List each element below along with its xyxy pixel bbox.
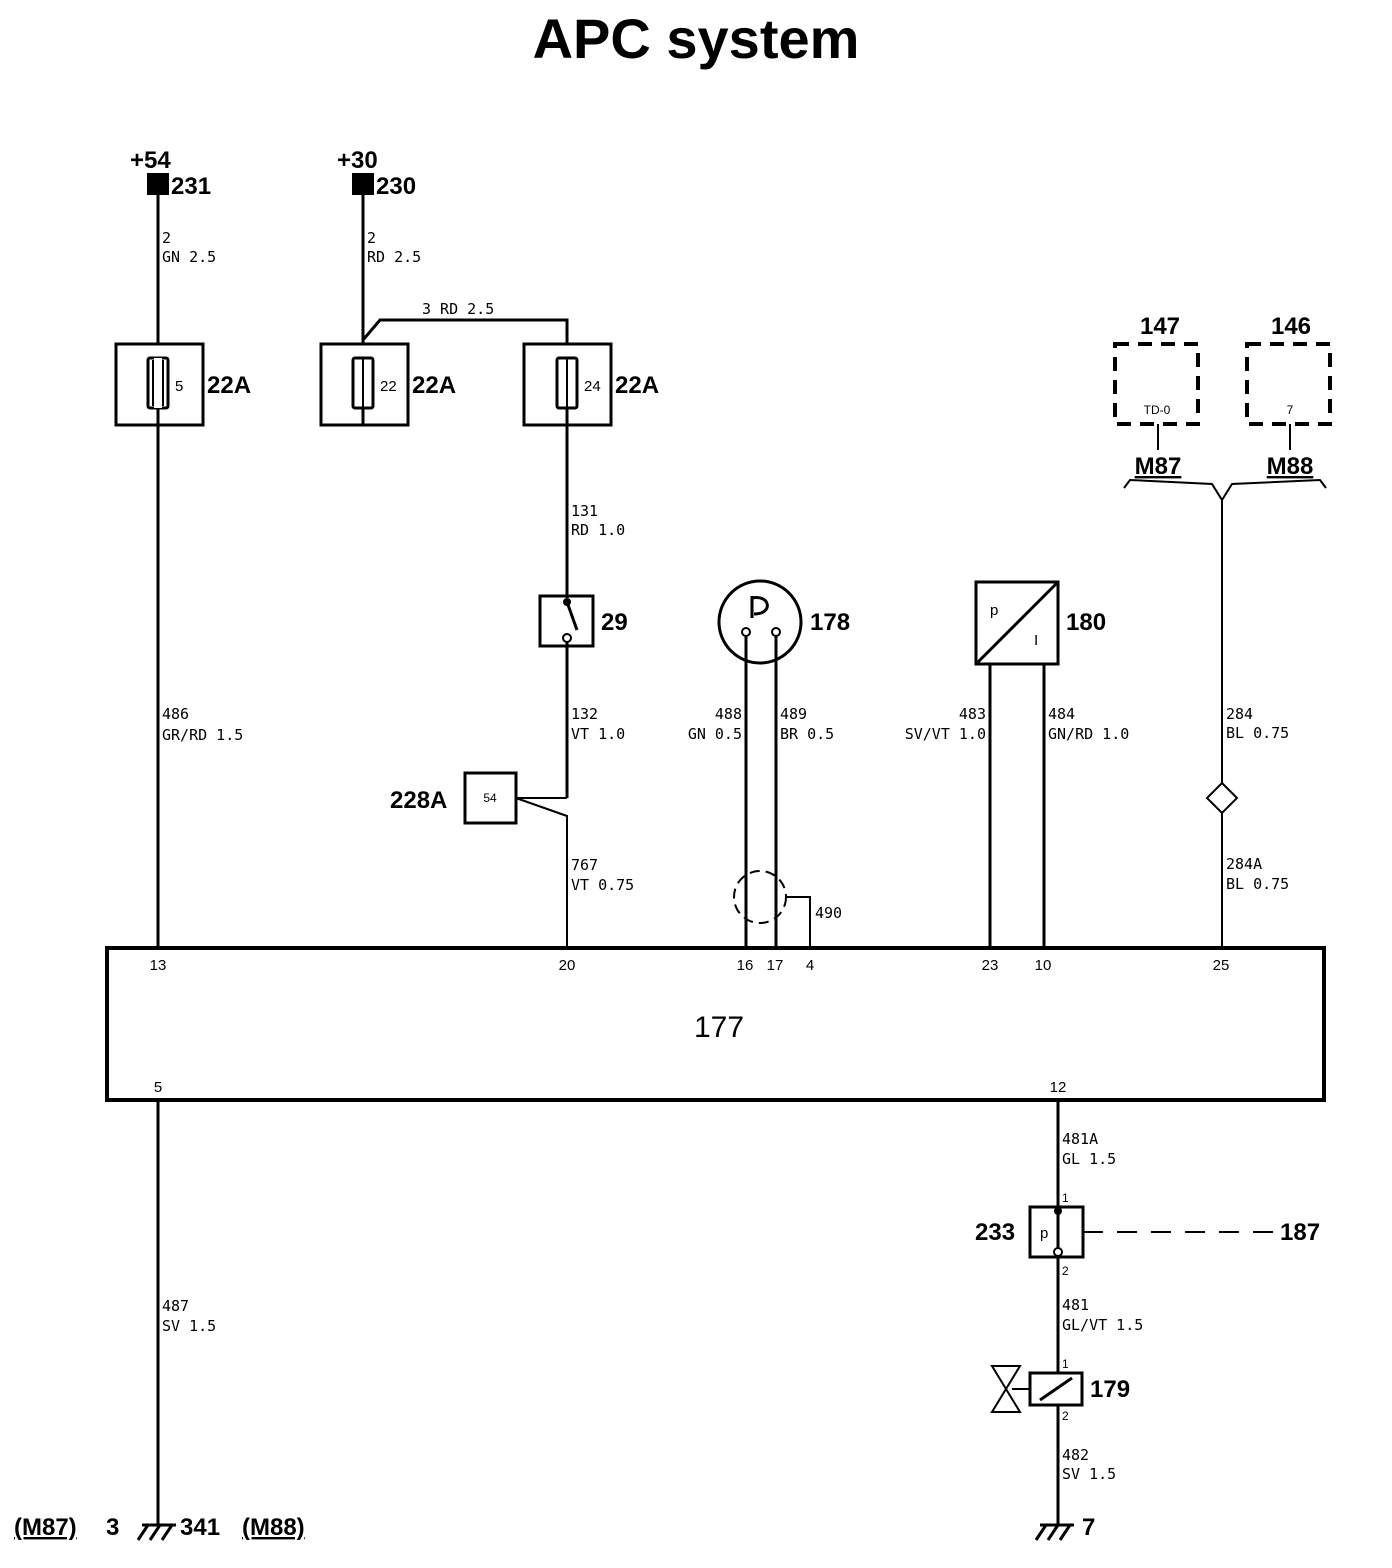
relay-228a-label: 228A bbox=[390, 787, 447, 814]
ecu-177-label: 177 bbox=[694, 1011, 744, 1044]
ground-left-m88: (M88) bbox=[242, 1514, 305, 1541]
supply-30-id: 230 bbox=[376, 173, 416, 200]
wire-284-spec: BL 0.75 bbox=[1226, 724, 1289, 742]
ecu-pin-20: 20 bbox=[559, 957, 576, 974]
wire-487-number: 487 bbox=[162, 1297, 189, 1315]
relay-228a-pin: 54 bbox=[483, 791, 497, 805]
wire-767-number: 767 bbox=[571, 856, 598, 874]
pressure-switch-pin-2: 2 bbox=[1062, 1264, 1069, 1278]
wire-131-spec: RD 1.0 bbox=[571, 521, 625, 539]
transducer-180-p: p bbox=[990, 602, 998, 619]
wire-484-spec: GN/RD 1.0 bbox=[1048, 725, 1129, 743]
ecu-pin-5: 5 bbox=[154, 1079, 162, 1096]
ground-left-m87: (M87) bbox=[14, 1514, 77, 1541]
ground-symbol-left bbox=[136, 1523, 176, 1541]
valve-symbol bbox=[990, 1365, 1030, 1413]
wire-489-number: 489 bbox=[780, 705, 807, 723]
wire-284a-number: 284A bbox=[1226, 855, 1262, 873]
wire-488-number: 488 bbox=[715, 705, 742, 723]
valve-pin-2: 2 bbox=[1062, 1409, 1069, 1423]
wire-486-spec: GR/RD 1.5 bbox=[162, 726, 243, 744]
wire-link-3 bbox=[361, 318, 569, 345]
supply-54-terminal bbox=[147, 173, 169, 195]
variant-brace bbox=[1123, 478, 1327, 502]
ground-left-point-341: 341 bbox=[180, 1514, 220, 1541]
transducer-180-i: I bbox=[1034, 632, 1038, 649]
valve-pin-1: 1 bbox=[1062, 1357, 1069, 1371]
fuse-24-id: 22A bbox=[615, 372, 659, 399]
wire-767-spec: VT 0.75 bbox=[571, 876, 634, 894]
wire-132-spec: VT 1.0 bbox=[571, 725, 625, 743]
wire-488-spec: GN 0.5 bbox=[688, 725, 742, 743]
connector-147-pin: TD-0 bbox=[1144, 403, 1171, 417]
connector-146-label: 146 bbox=[1271, 313, 1311, 340]
wire-482-spec: SV 1.5 bbox=[1062, 1465, 1116, 1483]
wire-230-number: 2 bbox=[367, 229, 376, 247]
ecu-pin-16: 16 bbox=[737, 957, 754, 974]
wire-230-spec: RD 2.5 bbox=[367, 248, 421, 266]
wire-482-number: 482 bbox=[1062, 1446, 1089, 1464]
wire-490-label: 490 bbox=[815, 904, 842, 922]
ecu-pin-23: 23 bbox=[982, 957, 999, 974]
wire-131-number: 131 bbox=[571, 502, 598, 520]
wire-132-number: 132 bbox=[571, 705, 598, 723]
connector-147-model: M87 bbox=[1135, 453, 1182, 480]
supply-54-voltage: +54 bbox=[130, 147, 171, 174]
ecu-pin-17: 17 bbox=[767, 957, 784, 974]
wire-767 bbox=[515, 797, 568, 948]
ground-right-point-7: 7 bbox=[1082, 1514, 1095, 1541]
wire-481-spec: GL/VT 1.5 bbox=[1062, 1316, 1143, 1334]
supply-30-terminal bbox=[352, 173, 374, 195]
sensor-178 bbox=[717, 579, 803, 665]
wire-481a-number: 481A bbox=[1062, 1130, 1098, 1148]
supply-54-id: 231 bbox=[171, 173, 211, 200]
wire-484-number: 484 bbox=[1048, 705, 1075, 723]
connector-146-pin: 7 bbox=[1287, 403, 1294, 417]
fuse-5-id: 22A bbox=[207, 372, 251, 399]
fuse-22-pin: 22 bbox=[380, 378, 397, 395]
reference-187: 187 bbox=[1280, 1219, 1320, 1246]
connector-147-label: 147 bbox=[1140, 313, 1180, 340]
connector-146 bbox=[1245, 342, 1332, 426]
wire-483-number: 483 bbox=[959, 705, 986, 723]
wire-487-spec: SV 1.5 bbox=[162, 1317, 216, 1335]
transducer-180 bbox=[974, 580, 1060, 666]
ecu-pin-10: 10 bbox=[1035, 957, 1052, 974]
shield-490 bbox=[733, 870, 787, 924]
pressure-switch-pin-1: 1 bbox=[1062, 1191, 1069, 1205]
wire-284-number: 284 bbox=[1226, 705, 1253, 723]
valve-179-label: 179 bbox=[1090, 1376, 1130, 1403]
wire-486-number: 486 bbox=[162, 705, 189, 723]
ground-left-point-3: 3 bbox=[106, 1514, 119, 1541]
pressure-switch-p: p bbox=[1040, 1225, 1048, 1242]
fuse-5-pin: 5 bbox=[175, 378, 183, 395]
wire-481a-spec: GL 1.5 bbox=[1062, 1150, 1116, 1168]
wire-link-spec: 3 RD 2.5 bbox=[422, 300, 494, 318]
ecu-pin-25: 25 bbox=[1213, 957, 1230, 974]
supply-30-voltage: +30 bbox=[337, 147, 378, 174]
wire-489-spec: BR 0.5 bbox=[780, 725, 834, 743]
wire-231-number: 2 bbox=[162, 229, 171, 247]
wire-284a-spec: BL 0.75 bbox=[1226, 875, 1289, 893]
fuse-24-pin: 24 bbox=[584, 378, 601, 395]
wire-231-spec: GN 2.5 bbox=[162, 248, 216, 266]
transducer-180-label: 180 bbox=[1066, 609, 1106, 636]
connector-146-model: M88 bbox=[1267, 453, 1314, 480]
connector-147 bbox=[1113, 342, 1200, 426]
fuse-22-id: 22A bbox=[412, 372, 456, 399]
splice-diamond bbox=[1205, 781, 1239, 815]
ecu-pin-4: 4 bbox=[806, 957, 814, 974]
ecu-177 bbox=[105, 946, 1326, 1102]
diagram-title: APC system bbox=[533, 7, 860, 70]
wire-481-number: 481 bbox=[1062, 1296, 1089, 1314]
ecu-pin-13: 13 bbox=[150, 957, 167, 974]
pressure-switch-233-label: 233 bbox=[975, 1219, 1015, 1246]
sensor-178-label: 178 bbox=[810, 609, 850, 636]
wire-483-spec: SV/VT 1.0 bbox=[905, 725, 986, 743]
ground-symbol-right bbox=[1034, 1523, 1074, 1541]
switch-29-label: 29 bbox=[601, 609, 628, 636]
ecu-pin-12: 12 bbox=[1050, 1079, 1067, 1096]
